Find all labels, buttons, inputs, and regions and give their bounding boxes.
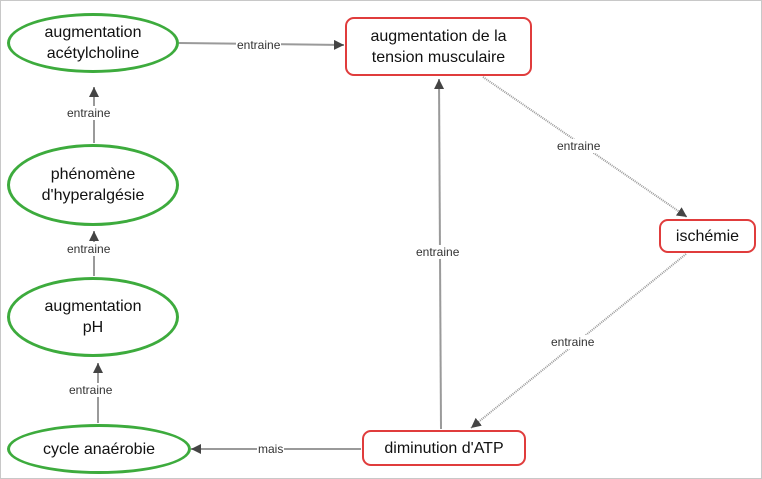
- node-label-line: d'hyperalgésie: [41, 187, 145, 204]
- edge-label: entraine: [66, 106, 112, 120]
- node-label: phénomène d'hyperalgésie: [42, 164, 145, 206]
- node-cycle-anaerobie[interactable]: cycle anaérobie: [7, 424, 191, 474]
- edge-label: entraine: [236, 38, 282, 52]
- node-label: augmentation acétylcholine: [45, 22, 142, 64]
- node-label-line: augmentation de la: [370, 27, 507, 45]
- node-augmentation-acetylcholine[interactable]: augmentation acétylcholine: [7, 13, 179, 73]
- edge-label: entraine: [550, 335, 596, 349]
- edge-label: entraine: [66, 242, 112, 256]
- node-label-line: cycle anaérobie: [42, 440, 156, 458]
- node-label-line: augmentation: [44, 24, 142, 41]
- edge-label: entraine: [556, 139, 602, 153]
- edge-connector-4: [482, 76, 688, 218]
- node-label-line: diminution d'ATP: [384, 439, 504, 457]
- node-augmentation-tension-musculaire[interactable]: augmentation de la tension musculaire: [345, 17, 532, 76]
- node-augmentation-ph[interactable]: augmentation pH: [7, 277, 179, 357]
- node-label: augmentation pH: [45, 296, 142, 338]
- node-label-line: ischémie: [675, 227, 740, 245]
- node-label: diminution d'ATP: [384, 438, 503, 459]
- edge-label: entraine: [415, 245, 461, 259]
- node-label-line: tension musculaire: [371, 48, 506, 66]
- edge-label: entraine: [68, 383, 114, 397]
- node-label: augmentation de la tension musculaire: [370, 26, 506, 68]
- node-label: ischémie: [676, 226, 739, 247]
- node-label-line: augmentation: [44, 298, 142, 315]
- node-diminution-atp[interactable]: diminution d'ATP: [362, 430, 526, 466]
- node-label-line: pH: [82, 319, 104, 336]
- edge-label: mais: [257, 442, 285, 456]
- node-ischemie[interactable]: ischémie: [659, 219, 756, 253]
- node-phenomene-hyperalgesie[interactable]: phénomène d'hyperalgésie: [7, 144, 179, 226]
- node-label: cycle anaérobie: [43, 439, 155, 460]
- node-label-line: acétylcholine: [46, 45, 140, 62]
- node-label-line: phénomène: [50, 166, 136, 183]
